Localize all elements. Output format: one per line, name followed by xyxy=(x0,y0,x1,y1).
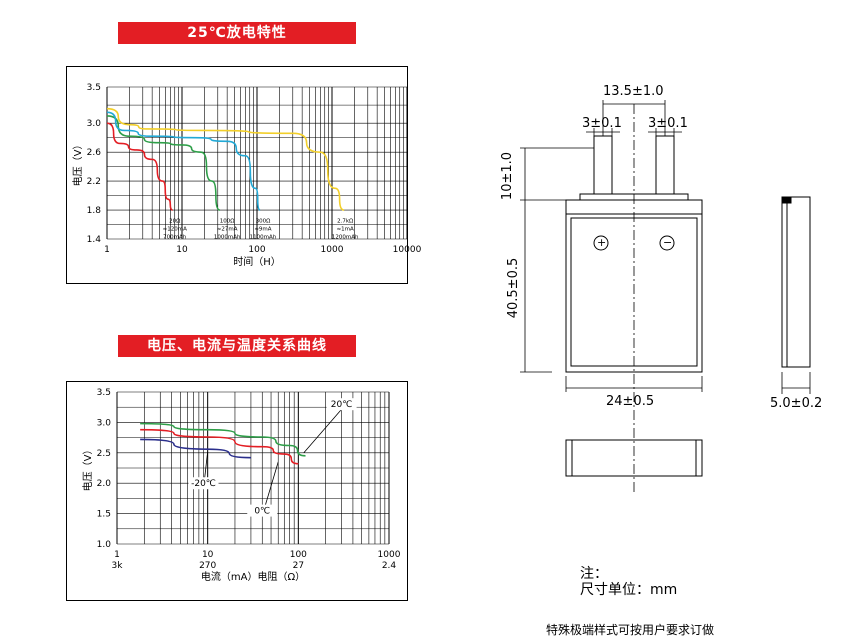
x-axis-label: 电流（mA）电阻（Ω） xyxy=(201,570,305,583)
side-view xyxy=(781,196,811,368)
y-tick-label: 2.0 xyxy=(97,479,112,489)
y-axis-label: 电压（V） xyxy=(81,445,94,492)
discharge-annotation: ≈9mA xyxy=(254,226,271,232)
discharge-annotation: 1100mAh xyxy=(250,234,277,240)
series-line xyxy=(106,107,345,211)
unit-label: 尺寸单位：mm xyxy=(580,582,678,598)
discharge-title-banner: 25℃放电特性 xyxy=(118,22,356,44)
y-tick-label: 2.2 xyxy=(87,177,101,187)
tab-insulator xyxy=(579,193,689,201)
discharge-chart-frame: 1.4 1.8 2.2 2.6 3.0 3.5 1 10 100 1000 10000 时间（H） 电压… xyxy=(66,66,422,284)
y-tick-label: 3.0 xyxy=(97,418,112,428)
temperature-title-banner: 电压、电流与温度关系曲线 xyxy=(118,335,356,357)
discharge-annotation: 100Ω xyxy=(220,218,235,224)
y-tick-label: 1.4 xyxy=(87,235,102,245)
y-tick-label: 1.8 xyxy=(87,206,102,216)
battery-body-outline xyxy=(565,199,703,373)
y-axis-label: 电压（V） xyxy=(71,140,84,187)
dim-tab-height-label: 10±1.0 xyxy=(500,151,515,201)
battery-body-face xyxy=(570,217,698,367)
x-tick-label-secondary: 270 xyxy=(199,561,216,571)
discharge-annotation: 700mAh xyxy=(163,234,187,240)
x-tick-label: 1000 xyxy=(321,245,344,255)
y-tick-label: 3.5 xyxy=(97,388,111,398)
positive-tab xyxy=(593,135,613,195)
note-label: 注： xyxy=(580,566,608,582)
x-tick-label: 1000 xyxy=(378,550,401,560)
y-tick-label: 3.0 xyxy=(87,119,102,129)
y-tick-label: 1.5 xyxy=(97,510,111,520)
x-tick-label-secondary: 3k xyxy=(112,561,124,571)
discharge-annotation: 300Ω xyxy=(256,218,271,224)
plus-sign: + xyxy=(597,236,607,249)
series-line xyxy=(140,422,306,457)
dim-tab-left-label: 3±0.1 xyxy=(582,116,622,131)
temperature-label: 0℃ xyxy=(254,507,270,517)
temperature-label: 20℃ xyxy=(331,400,353,410)
x-tick-label: 100 xyxy=(248,245,265,255)
temperature-label: -20℃ xyxy=(191,479,216,489)
dim-width-label: 24±0.5 xyxy=(606,394,655,409)
discharge-annotation: ≈120mA xyxy=(163,226,187,232)
temperature-label-bg xyxy=(188,477,219,490)
discharge-annotation: ≈27mA xyxy=(217,226,238,232)
x-axis-label: 时间（H） xyxy=(233,255,281,268)
dim-tab-right-label: 3±0.1 xyxy=(648,116,688,131)
x-tick-label-secondary: 2.4 xyxy=(382,561,397,571)
temperature-label-bg xyxy=(247,504,278,517)
series-line xyxy=(140,438,251,459)
series-line xyxy=(106,122,173,211)
series-line xyxy=(106,115,221,211)
series-line xyxy=(106,111,261,211)
custom-order-note: 特殊极端样式可按用户要求订做 xyxy=(546,623,715,637)
x-tick-label: 10 xyxy=(202,550,214,560)
dim-top-label: 13.5±1.0 xyxy=(603,84,664,99)
discharge-annotation: 1000mAh xyxy=(214,234,241,240)
negative-tab xyxy=(655,135,675,195)
dim-thickness-label: 5.0±0.2 xyxy=(770,396,823,411)
x-tick-label: 100 xyxy=(290,550,307,560)
series-line xyxy=(140,428,299,465)
y-tick-label: 2.6 xyxy=(87,148,102,158)
y-tick-label: 2.5 xyxy=(97,449,111,459)
bottom-view xyxy=(565,439,703,477)
y-tick-label: 3.5 xyxy=(87,83,101,93)
discharge-annotation: ≈1mA xyxy=(337,226,354,232)
dim-body-height-label: 40.5±0.5 xyxy=(506,257,521,319)
temperature-pointer xyxy=(303,408,342,454)
y-tick-label: 1.0 xyxy=(97,540,112,550)
temperature-label-bg xyxy=(326,398,357,411)
x-tick-label: 10000 xyxy=(393,245,422,255)
x-tick-label-secondary: 27 xyxy=(293,561,304,571)
x-tick-label: 10 xyxy=(176,245,188,255)
discharge-annotation: 1200mAh xyxy=(332,234,359,240)
minus-sign: − xyxy=(663,236,673,249)
x-tick-label: 1 xyxy=(104,245,110,255)
x-tick-label: 1 xyxy=(114,550,120,560)
discharge-annotation: 2.7kΩ xyxy=(337,218,353,224)
discharge-annotation: 20Ω xyxy=(169,218,180,224)
discharge-chart: 1.4 1.8 2.2 2.6 3.0 3.5 1 10 100 1000 10000 时间（H） 电压… xyxy=(71,83,422,268)
